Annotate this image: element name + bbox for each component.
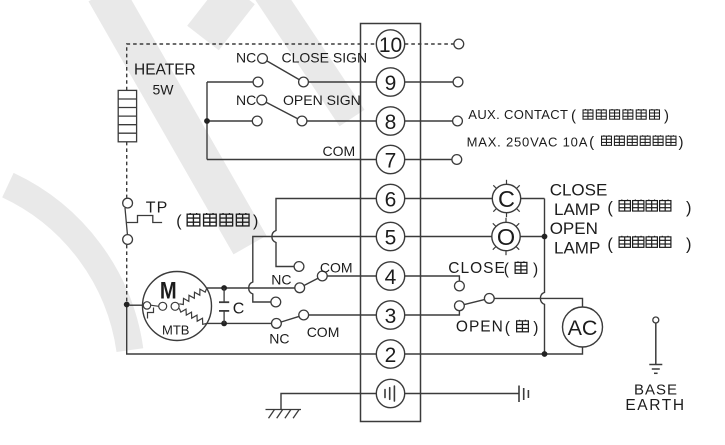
svg-text:LAMP: LAMP xyxy=(554,200,600,219)
svg-text:NC: NC xyxy=(236,92,256,108)
svg-text:): ) xyxy=(253,213,258,230)
svg-text:4: 4 xyxy=(385,266,397,289)
svg-text:MAX. 250VAC 10A: MAX. 250VAC 10A xyxy=(467,135,589,150)
svg-text:OPEN: OPEN xyxy=(550,219,598,238)
svg-text:C: C xyxy=(233,301,245,318)
svg-text:CLOSE: CLOSE xyxy=(550,181,608,200)
svg-text:3: 3 xyxy=(385,305,397,328)
svg-text:2: 2 xyxy=(385,344,397,367)
svg-text:NC: NC xyxy=(269,331,289,347)
svg-text:(: ( xyxy=(589,134,594,151)
svg-text:(: ( xyxy=(571,108,576,125)
svg-text:7: 7 xyxy=(385,150,397,173)
svg-text:): ) xyxy=(533,320,538,337)
svg-text:CLOSE SIGN: CLOSE SIGN xyxy=(282,50,368,66)
svg-text:): ) xyxy=(679,134,684,151)
svg-text:): ) xyxy=(686,199,692,217)
svg-text:AC: AC xyxy=(568,316,598,340)
svg-text:M: M xyxy=(160,277,177,304)
svg-text:6: 6 xyxy=(385,189,397,212)
svg-text:5W: 5W xyxy=(153,82,175,98)
svg-text:(: ( xyxy=(607,199,613,217)
svg-text:TP: TP xyxy=(146,200,169,217)
svg-text:8: 8 xyxy=(385,111,397,134)
svg-text:OPEN: OPEN xyxy=(456,318,504,335)
svg-text:EARTH: EARTH xyxy=(625,397,685,414)
svg-text:NC: NC xyxy=(236,50,256,66)
svg-text:CLOSE: CLOSE xyxy=(448,260,506,277)
svg-text:9: 9 xyxy=(385,72,397,95)
svg-text:(: ( xyxy=(607,236,613,254)
svg-text:COM: COM xyxy=(320,259,353,275)
svg-text:5: 5 xyxy=(385,227,397,250)
svg-text:HEATER: HEATER xyxy=(134,62,196,79)
svg-text:(: ( xyxy=(505,320,511,337)
svg-text:BASE: BASE xyxy=(634,382,678,399)
svg-text:): ) xyxy=(664,108,669,125)
svg-text:AUX. CONTACT: AUX. CONTACT xyxy=(468,107,568,122)
svg-text:(: ( xyxy=(176,213,182,230)
svg-text:LAMP: LAMP xyxy=(554,238,600,257)
svg-text:NC: NC xyxy=(271,272,291,288)
svg-text:(: ( xyxy=(504,261,510,278)
svg-text:COM: COM xyxy=(323,143,356,159)
svg-text:C: C xyxy=(498,186,515,212)
svg-text:COM: COM xyxy=(307,324,340,340)
svg-text:OPEN SIGN: OPEN SIGN xyxy=(283,92,361,108)
svg-text:): ) xyxy=(533,261,538,278)
svg-text:): ) xyxy=(686,236,692,254)
svg-text:O: O xyxy=(497,224,515,250)
svg-text:MTB: MTB xyxy=(162,323,189,338)
svg-text:10: 10 xyxy=(379,34,402,57)
